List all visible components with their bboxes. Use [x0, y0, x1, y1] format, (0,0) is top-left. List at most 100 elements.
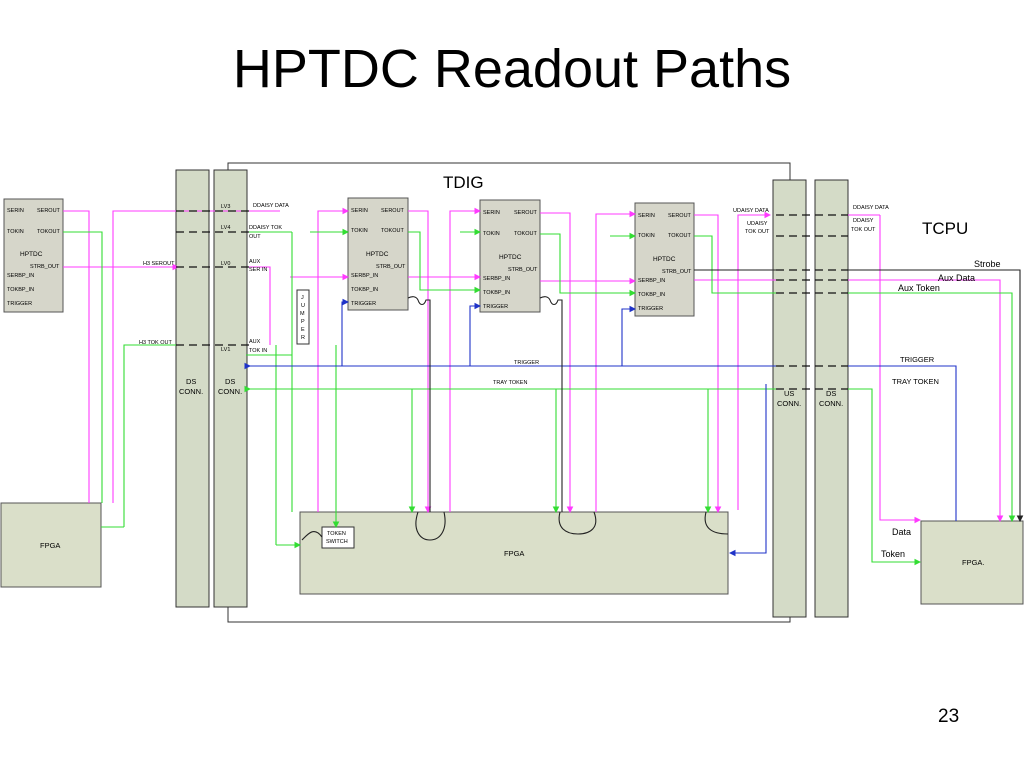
fpga-center: FPGA [299, 511, 729, 595]
label-h3-serout: H3 SEROUT [143, 261, 175, 267]
tdig-label: TDIG [443, 173, 484, 192]
label-aux-ser-in-2: SER IN [249, 267, 267, 273]
svg-text:HPTDC: HPTDC [20, 251, 43, 258]
svg-text:TRIGGER: TRIGGER [7, 301, 32, 307]
svg-text:STRB_OUT: STRB_OUT [376, 264, 406, 270]
label-trigger-bus: TRIGGER [514, 360, 539, 366]
label-udaisy-tok: UDAISY [747, 221, 768, 227]
svg-text:SEROUT: SEROUT [668, 213, 692, 219]
svg-text:SERIN: SERIN [638, 213, 655, 219]
svg-text:TOKIN: TOKIN [351, 228, 368, 234]
page-number: 23 [938, 706, 960, 727]
label-aux-token: Aux Token [898, 283, 940, 293]
svg-text:M: M [300, 311, 305, 317]
label-lv1: LV1 [221, 347, 230, 353]
label-ddaisy-tok-right-2: TOK OUT [851, 227, 876, 233]
svg-text:SERBP_IN: SERBP_IN [483, 276, 510, 282]
label-ddaisy-data-right: DDAISY DATA [853, 205, 889, 211]
label-ddaisy-tok-left-2: OUT [249, 234, 261, 240]
svg-text:STRB_OUT: STRB_OUT [662, 269, 692, 275]
hptdc-2: SERIN SEROUT TOKIN TOKOUT HPTDC STRB_OUT… [479, 199, 541, 313]
label-data: Data [892, 527, 911, 537]
ds-connector-2: DS CONN. [213, 169, 248, 608]
strobe-lines [301, 269, 1024, 541]
svg-text:SEROUT: SEROUT [37, 208, 61, 214]
token-lines [63, 228, 1016, 566]
svg-text:STRB_OUT: STRB_OUT [30, 264, 60, 270]
label-tray-token-bus: TRAY TOKEN [493, 380, 527, 386]
hptdc-1: SERIN SEROUT TOKIN TOKOUT HPTDC STRB_OUT… [347, 197, 409, 311]
svg-text:FPGA: FPGA [504, 549, 524, 558]
svg-text:US: US [784, 389, 794, 398]
svg-text:TOKBP_IN: TOKBP_IN [483, 290, 510, 296]
svg-text:TOKOUT: TOKOUT [514, 231, 537, 237]
svg-text:HPTDC: HPTDC [499, 254, 522, 261]
svg-text:TRIGGER: TRIGGER [351, 301, 376, 307]
svg-text:R: R [301, 335, 305, 341]
svg-text:CONN.: CONN. [777, 399, 801, 408]
svg-text:FPGA: FPGA [40, 541, 60, 550]
label-lv4: LV4 [221, 225, 230, 231]
label-token: Token [881, 549, 905, 559]
svg-text:HPTDC: HPTDC [653, 256, 676, 263]
svg-text:TOKBP_IN: TOKBP_IN [351, 287, 378, 293]
svg-text:CONN.: CONN. [179, 387, 203, 396]
svg-text:TOKIN: TOKIN [483, 231, 500, 237]
svg-text:CONN.: CONN. [819, 399, 843, 408]
ds-connector-1: DS CONN. [175, 169, 210, 608]
token-switch: TOKEN SWITCH [321, 526, 355, 549]
svg-text:SERBP_IN: SERBP_IN [351, 273, 378, 279]
svg-text:STRB_OUT: STRB_OUT [508, 267, 538, 273]
svg-text:SERIN: SERIN [351, 208, 368, 214]
fpga-right: FPGA. [920, 520, 1024, 605]
svg-text:TOKBP_IN: TOKBP_IN [7, 287, 34, 293]
label-ddaisy-tok-right: DDAISY [853, 218, 874, 224]
svg-text:U: U [301, 303, 305, 309]
svg-text:J: J [301, 295, 304, 301]
label-udaisy-tok-2: TOK OUT [745, 229, 770, 235]
svg-text:SEROUT: SEROUT [514, 210, 538, 216]
svg-text:FPGA.: FPGA. [962, 558, 985, 567]
tcpu-label: TCPU [922, 219, 968, 238]
svg-text:SEROUT: SEROUT [381, 208, 405, 214]
svg-text:TOKOUT: TOKOUT [381, 228, 404, 234]
hptdc-left: SERIN SEROUT TOKIN TOKOUT HPTDC STRB_OUT… [3, 198, 64, 313]
svg-text:DS: DS [826, 389, 836, 398]
svg-text:DS: DS [225, 377, 235, 386]
svg-text:DS: DS [186, 377, 196, 386]
svg-text:TRIGGER: TRIGGER [483, 304, 508, 310]
label-aux-ser-in: AUX [249, 259, 261, 265]
hptdc-3: SERIN SEROUT TOKIN TOKOUT HPTDC STRB_OUT… [634, 202, 695, 317]
label-h3-tok-out: H3 TOK OUT [139, 340, 172, 346]
jumper: J U M P E R [296, 289, 310, 345]
svg-text:SERIN: SERIN [7, 208, 24, 214]
slide-title: HPTDC Readout Paths [232, 39, 792, 99]
svg-text:TOKEN: TOKEN [327, 531, 346, 537]
label-tray-token-right: TRAY TOKEN [892, 377, 939, 386]
ds-connector-3: DS CONN. [814, 179, 849, 618]
label-aux-tok-in-2: TOK IN [249, 348, 267, 354]
svg-text:SERBP_IN: SERBP_IN [638, 278, 665, 284]
trigger-lines [244, 298, 957, 557]
svg-text:TOKBP_IN: TOKBP_IN [638, 292, 665, 298]
svg-text:CONN.: CONN. [218, 387, 242, 396]
label-aux-tok-in: AUX [249, 339, 261, 345]
label-strobe: Strobe [974, 259, 1001, 269]
label-lv3: LV3 [221, 204, 230, 210]
svg-text:SERBP_IN: SERBP_IN [7, 273, 34, 279]
svg-text:TOKOUT: TOKOUT [668, 233, 691, 239]
svg-text:TRIGGER: TRIGGER [638, 306, 663, 312]
label-ddaisy-data-left: DDAISY DATA [253, 203, 289, 209]
label-trigger-right: TRIGGER [900, 355, 935, 364]
label-udaisy-data: UDAISY DATA [733, 208, 769, 214]
svg-text:SWITCH: SWITCH [326, 539, 348, 545]
svg-text:TOKIN: TOKIN [638, 233, 655, 239]
label-ddaisy-tok-left: DDAISY TOK [249, 225, 282, 231]
svg-text:E: E [301, 327, 305, 333]
svg-text:TOKIN: TOKIN [7, 229, 24, 235]
svg-text:HPTDC: HPTDC [366, 251, 389, 258]
dashed-connections [176, 210, 848, 390]
svg-text:SERIN: SERIN [483, 210, 500, 216]
svg-text:TOKOUT: TOKOUT [37, 229, 60, 235]
